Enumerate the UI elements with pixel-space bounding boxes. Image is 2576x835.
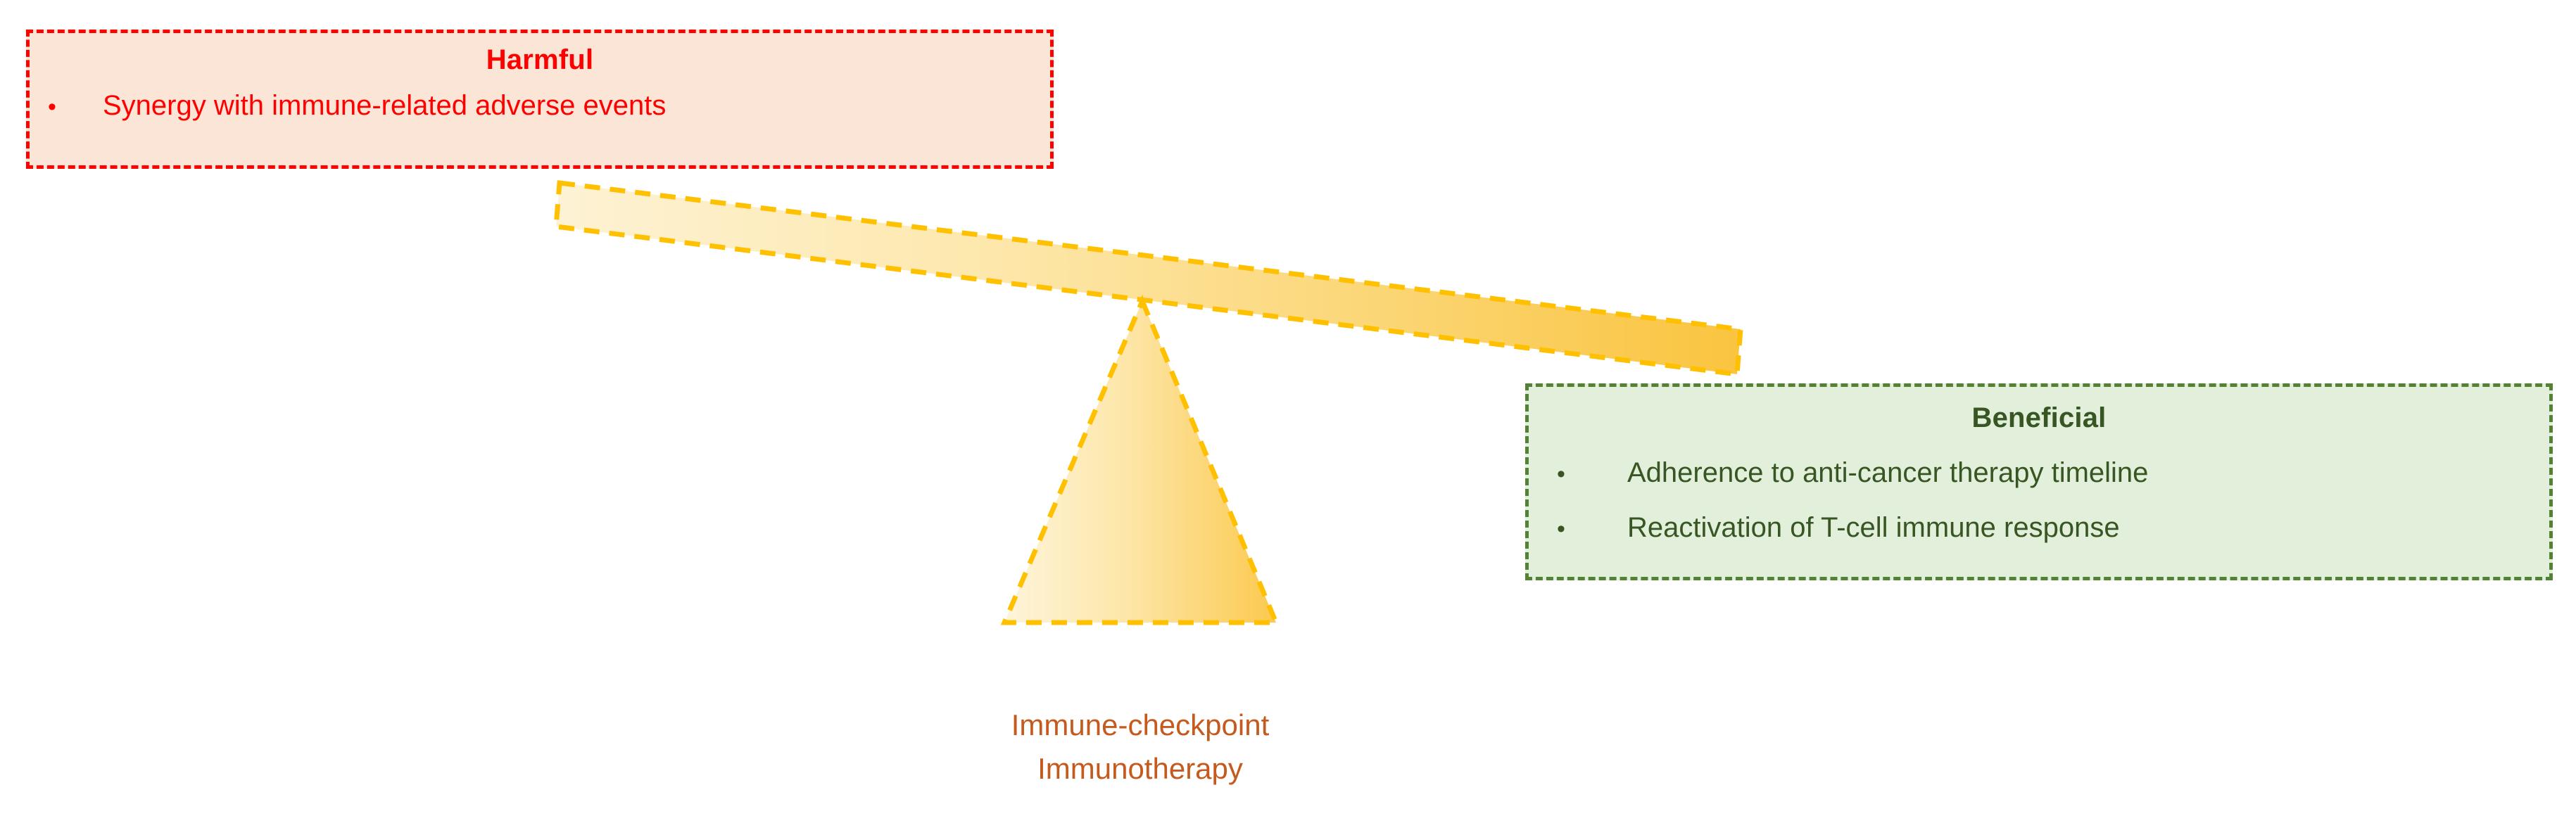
bullet-icon: • (1557, 516, 1565, 542)
beneficial-bullet-list: • Adherence to anti-cancer therapy timel… (1529, 446, 2549, 556)
beneficial-title: Beneficial (1971, 402, 2107, 433)
list-item: • Synergy with immune-related adverse ev… (30, 88, 1050, 125)
harmful-bullet-list: • Synergy with immune-related adverse ev… (30, 88, 1050, 125)
beneficial-bullet-text-2: Reactivation of T-cell immune response (1627, 512, 2120, 543)
seesaw-beam (553, 180, 1743, 377)
list-item: • Reactivation of T-cell immune response (1529, 501, 2549, 556)
harmful-bullet-text: Synergy with immune-related adverse even… (103, 90, 667, 121)
fulcrum-caption-line-2: Immunotherapy (1037, 752, 1243, 785)
bullet-icon: • (1557, 461, 1565, 487)
beneficial-bullet-text-1: Adherence to anti-cancer therapy timelin… (1627, 457, 2149, 488)
fulcrum-triangle (1000, 295, 1280, 625)
beneficial-callout: Beneficial • Adherence to anti-cancer th… (1525, 383, 2553, 580)
harmful-title: Harmful (486, 44, 594, 75)
list-item: • Adherence to anti-cancer therapy timel… (1529, 446, 2549, 501)
fulcrum-caption: Immune-checkpoint Immunotherapy (859, 703, 1422, 791)
harmful-callout: Harmful • Synergy with immune-related ad… (26, 30, 1054, 169)
fulcrum-caption-line-1: Immune-checkpoint (1011, 708, 1270, 741)
bullet-icon: • (48, 94, 56, 120)
